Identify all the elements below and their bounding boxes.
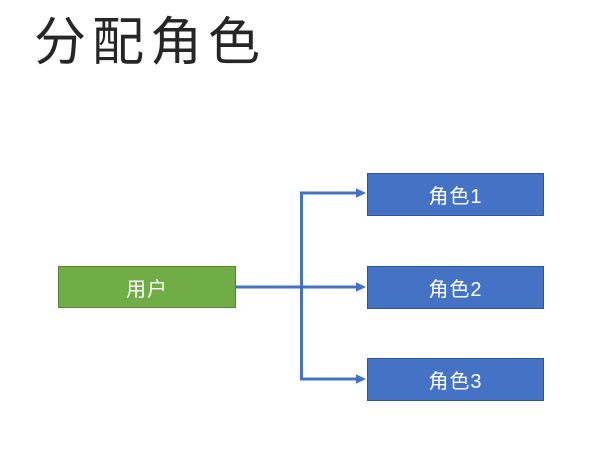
user-node[interactable]: 用户	[58, 266, 236, 308]
role-node-3-label: 角色3	[428, 371, 483, 393]
arrowhead-role-3-icon	[356, 374, 366, 384]
arrowhead-role-2-icon	[356, 282, 366, 292]
role-node-2[interactable]: 角色2	[367, 266, 544, 309]
role-node-3[interactable]: 角色3	[367, 358, 544, 401]
role-node-2-label: 角色2	[428, 279, 483, 301]
role-node-1[interactable]: 角色1	[367, 173, 544, 216]
slide-title: 分配角色	[34, 14, 267, 72]
arrowhead-role-1-icon	[356, 188, 366, 198]
role-node-1-label: 角色1	[428, 186, 483, 208]
user-node-label: 用户	[126, 278, 168, 301]
